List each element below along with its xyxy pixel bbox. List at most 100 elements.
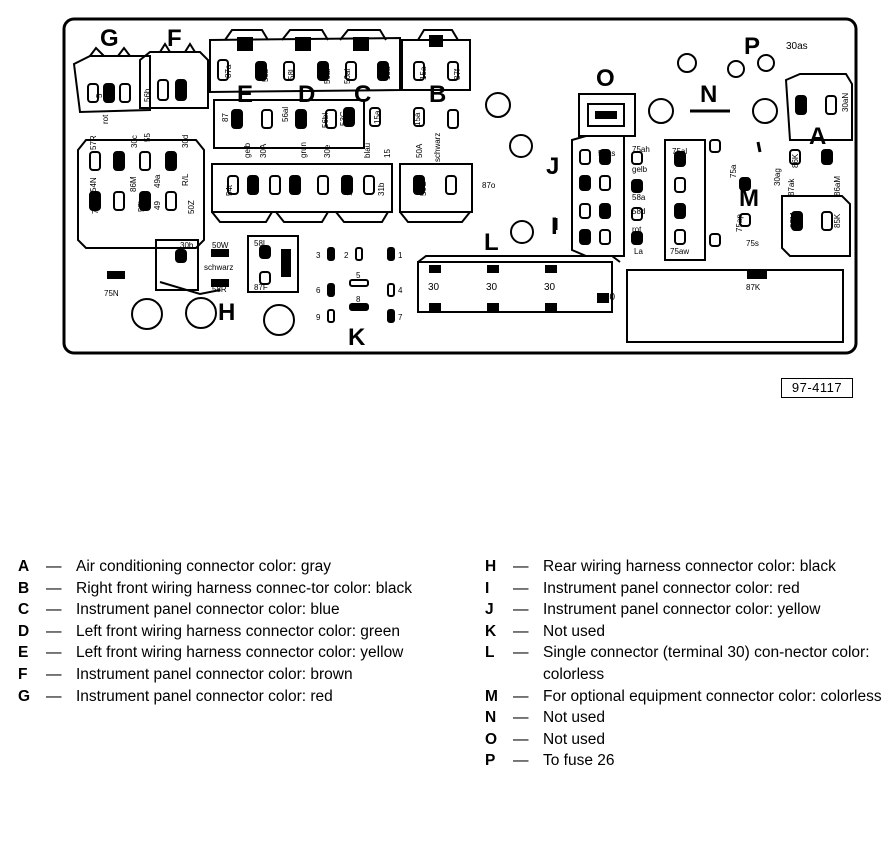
term-56al: 56al [343,69,352,84]
connector-f [139,42,209,109]
legend-item-f: F—Instrument panel connector color: brow… [18,664,418,686]
term-55: 55 [143,133,152,142]
term-rot-j: rot [632,225,642,234]
term-30ag: 30ag [773,168,782,186]
k-5: 5 [356,271,361,280]
term-15a-e: 15a [413,112,422,126]
term-rot: rot [101,114,110,124]
legend-key: L [485,644,495,662]
legend-dash: — [46,558,62,575]
term-50a: 50A [415,143,424,158]
legend-description: Not used [543,730,606,748]
legend-right-column: H—Rear wiring harness connector color: b… [485,556,885,772]
legend-dash: — [513,622,529,640]
term-31b: 31b [377,182,386,196]
term-49a: 49a [153,174,162,188]
terminal-labels: 30as 58b 87a 58l 56ar 56al 15a 15a 87f 5… [89,41,850,322]
k-4: 4 [398,286,403,295]
optional-area [626,269,844,343]
term-15a-d: 15a [373,110,382,124]
connector-k-pins [327,247,395,323]
legend-dash: — [513,601,529,619]
connector-block-edc [209,29,401,94]
legend-description: Not used [543,622,606,640]
term-87f: 87f [453,68,462,80]
term-30e: 30e [323,144,332,158]
term-87k: 87K [746,283,761,292]
term-75n: 75N [104,289,119,298]
legend-key: F [18,665,28,683]
label-g: G [100,25,119,52]
label-f: F [167,25,182,52]
connector-j [571,135,625,257]
legend-dash: — [513,752,529,770]
term-rl: R/L [181,173,190,186]
term-15a-c: 15a [383,66,392,80]
term-15: 15 [383,149,392,158]
k-6: 6 [316,286,321,295]
label-j: J [546,153,559,180]
legend-item-i: I—Instrument panel connector color: red [485,578,885,600]
term-schwarz: schwarz [433,133,442,162]
legend-item-p: P—To fuse 26 [485,750,885,772]
term-87o: 87o [482,181,496,190]
term-58l-h: 58L [254,239,268,248]
k-7: 7 [398,313,403,322]
legend-dash: — [513,687,529,705]
legend-description: For optional equipment connector color: … [543,687,882,705]
legend-key: H [485,558,497,575]
label-o: O [596,65,615,92]
connector-l-bus [417,255,621,313]
legend-key: P [485,752,496,770]
term-56b: 56b [143,88,152,102]
k-8: 8 [356,295,361,304]
term-55-e: 87 [221,113,230,122]
legend-key: G [18,687,31,705]
term-58b: 58b [261,68,270,82]
connector-i-marks [554,141,762,230]
term-15a-b: 15a [419,66,428,80]
connector-h [107,235,299,296]
legend-key: J [485,601,494,619]
legend-item-g: G—Instrument panel connector color: red [18,686,418,708]
legend-left-column: A—Air conditioning connector color: gray… [18,556,418,707]
term-schwarz-h: schwarz [204,263,233,272]
legend-description: Air conditioning connector color: gray [76,558,332,575]
term-58r: 58R [212,285,227,294]
mounting-holes [131,53,778,336]
term-30-3: 30 [544,282,556,293]
term-56al-d: 56al [281,107,290,122]
connector-g [72,46,151,114]
label-b: B [429,81,446,108]
legend-description: Right front wiring harness connec-tor co… [76,579,412,597]
term-75a: 75a [729,164,738,178]
term-30a: 30A [259,143,268,158]
legend-dash: — [46,665,62,683]
connector-m-pins [631,139,751,261]
legend-item-d: D—Left front wiring harness connector co… [18,621,418,643]
label-e: E [237,81,253,108]
legend-item-j: J — Instrument panel connector color: yell… [485,599,885,621]
term-75: 75 [91,205,100,214]
connector-b [401,29,471,91]
term-50w: 50W [212,241,229,250]
connector-block-lower [211,163,473,223]
term-75ap: 75ap [735,214,744,232]
legend-description: Not used [543,709,606,727]
label-d: D [298,81,315,108]
legend-description: Instrument panel connector color: yellow [543,601,821,619]
connector-o [578,93,636,137]
term-58l: 58l [287,69,296,80]
legend-dash: — [513,644,529,662]
label-k: K [348,324,366,351]
legend-description: Instrument panel connector color: red [543,579,800,597]
legend-description: Left front wiring harness connector colo… [76,622,400,640]
term-86am: 86aM [833,176,842,196]
term-58as: 58as [598,149,615,158]
term-15c: 15c [345,183,354,196]
term-87m: 87M [789,212,798,228]
term-58a: 58a [632,193,646,202]
legend-item-l: L—Single connector (terminal 30) con-nec… [485,642,885,685]
legend-item-a: A—Air conditioning connector color: gray [18,556,418,578]
term-30-1: 30 [428,282,440,293]
